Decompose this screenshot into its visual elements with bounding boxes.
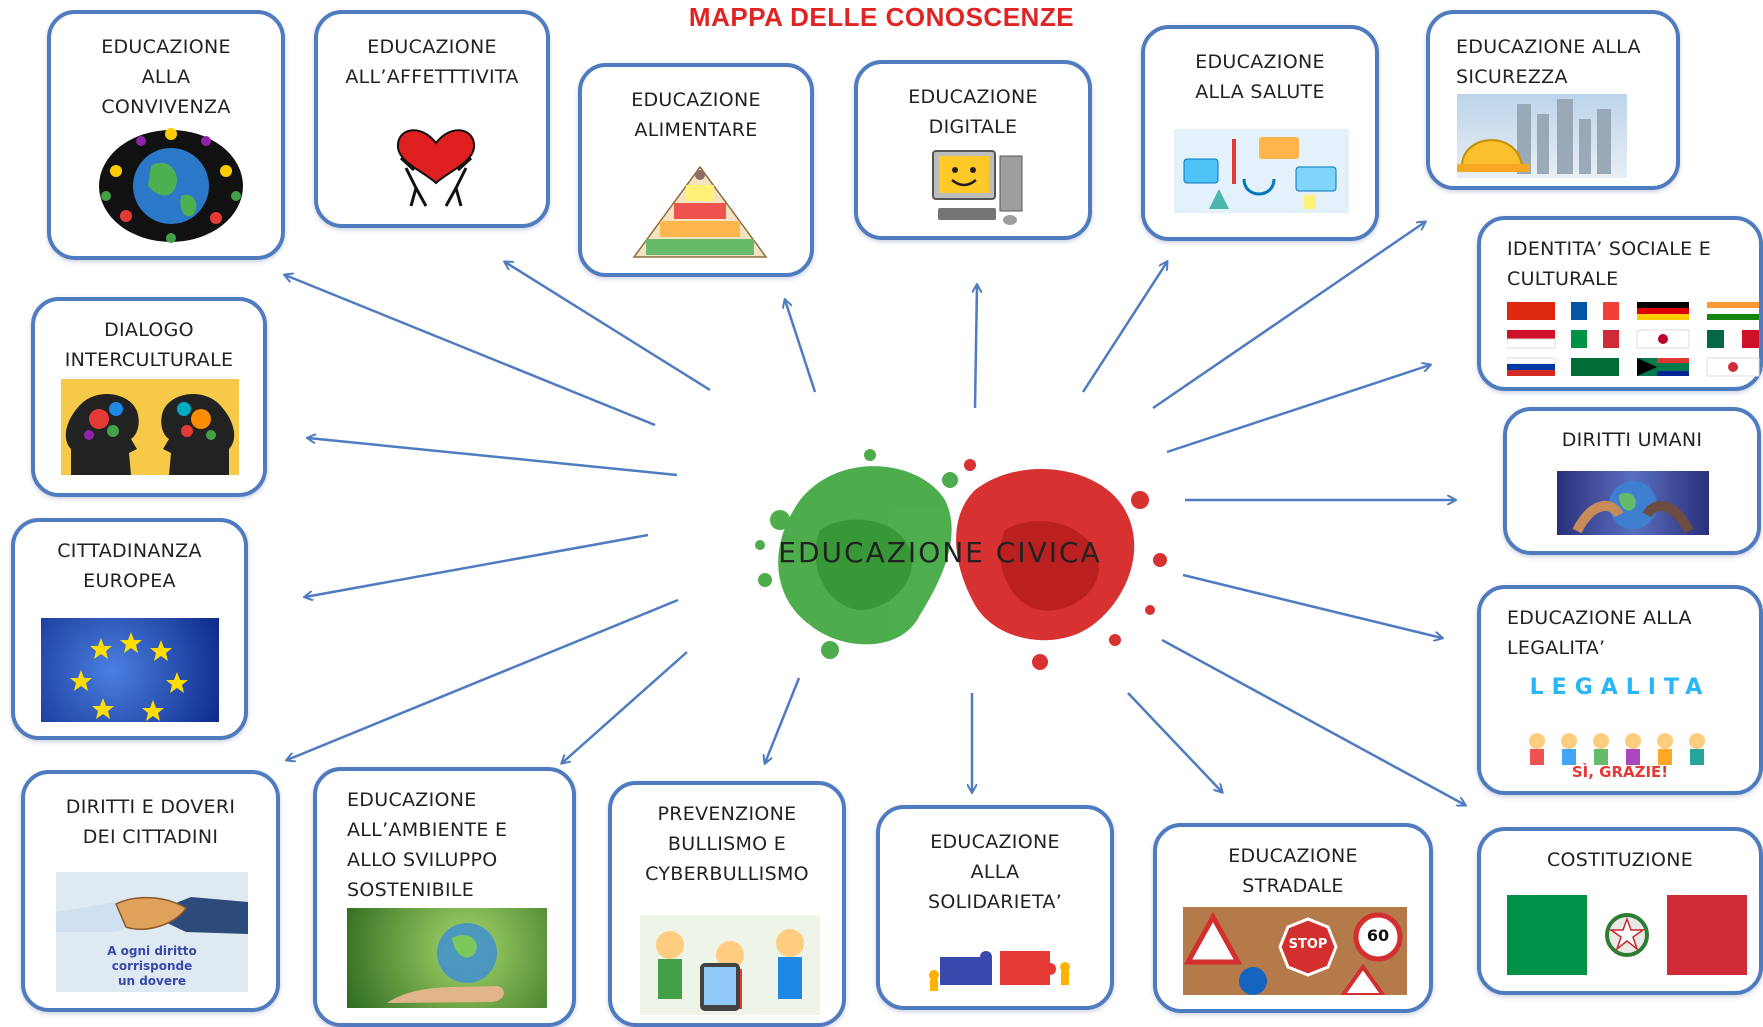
hands-globe-icon bbox=[1557, 471, 1709, 535]
node-label: EDUCAZIONE ALLA SALUTE bbox=[1195, 51, 1325, 103]
node-ambiente[interactable]: EDUCAZIONE ALL’AMBIENTE E ALLO SVILUPPO … bbox=[313, 767, 576, 1027]
node-label: EDUCAZIONE DIGITALE bbox=[908, 86, 1038, 138]
italian-flag-emblem-icon bbox=[1507, 895, 1747, 975]
map-title: MAPPA DELLE CONOSCENZE bbox=[688, 2, 1075, 32]
node-label: EDUCAZIONE ALL’AFFETTTIVITA bbox=[345, 36, 519, 88]
speed-limit-text: 60 bbox=[1366, 926, 1390, 945]
legalita-banner: SÌ, GRAZIE! bbox=[1571, 763, 1669, 781]
node-label: EDUCAZIONE ALLA SICUREZZA bbox=[1456, 36, 1641, 88]
arrow-to-legalita bbox=[1182, 573, 1442, 638]
node-affettivita[interactable]: EDUCAZIONE ALL’AFFETTTIVITA bbox=[314, 10, 550, 228]
road-signs-icon: STOP 60 bbox=[1183, 907, 1407, 995]
node-dialogo[interactable]: DIALOGO INTERCULTURALE bbox=[31, 297, 267, 497]
node-convivenza[interactable]: EDUCAZIONE ALLA CONVIVENZA bbox=[47, 10, 285, 260]
node-diritti-umani[interactable]: DIRITTI UMANI bbox=[1503, 407, 1761, 555]
legalita-kids-icon: LEGALITA SÌ, GRAZIE! bbox=[1507, 671, 1733, 781]
node-label: PREVENZIONE BULLISMO E CYBERBULLISMO bbox=[645, 803, 809, 885]
eu-stars-icon bbox=[41, 618, 219, 722]
arrow-to-cittadinanza bbox=[305, 533, 649, 597]
hard-hat-city-icon bbox=[1457, 94, 1627, 178]
tricolor-splash-icon bbox=[755, 449, 1167, 670]
center-label: EDUCAZIONE CIVICA bbox=[778, 536, 1102, 569]
food-pyramid-icon bbox=[630, 165, 770, 260]
arrow-to-digitale bbox=[975, 285, 977, 409]
node-costituzione[interactable]: COSTITUZIONE bbox=[1477, 827, 1763, 995]
node-label: EDUCAZIONE ALLA SOLIDARIETA’ bbox=[927, 831, 1063, 913]
earth-hand-icon bbox=[347, 908, 547, 1008]
arrow-to-affettivita bbox=[505, 262, 711, 392]
arrow-to-identita bbox=[1166, 365, 1430, 454]
arrow-to-sicurezza bbox=[1152, 222, 1425, 410]
node-label: DIALOGO INTERCULTURALE bbox=[64, 319, 234, 371]
node-salute[interactable]: EDUCAZIONE ALLA SALUTE bbox=[1141, 25, 1379, 241]
node-cittadinanza[interactable]: CITTADINANZA EUROPEA bbox=[11, 518, 248, 740]
arrow-to-diritti-doveri bbox=[287, 598, 679, 760]
arrow-to-alimentare bbox=[785, 300, 817, 393]
node-alimentare[interactable]: EDUCAZIONE ALIMENTARE bbox=[578, 63, 814, 277]
node-bullismo[interactable]: PREVENZIONE BULLISMO E CYBERBULLISMO bbox=[608, 781, 846, 1027]
arrow-to-bullismo bbox=[765, 677, 801, 763]
node-label: IDENTITA’ SOCIALE E CULTURALE bbox=[1507, 238, 1712, 290]
globe-people-icon bbox=[96, 126, 246, 246]
node-label: DIRITTI E DOVERI DEI CITTADINI bbox=[65, 796, 236, 848]
diritti-caption: A ogni diritto corrisponde un dovere bbox=[107, 944, 197, 988]
node-stradale[interactable]: EDUCAZIONE STRADALE STOP 60 bbox=[1153, 823, 1433, 1013]
node-label: EDUCAZIONE ALIMENTARE bbox=[631, 89, 761, 141]
node-label: EDUCAZIONE ALLA LEGALITA’ bbox=[1507, 607, 1692, 659]
arrow-to-salute bbox=[1081, 262, 1167, 393]
node-label: EDUCAZIONE STRADALE bbox=[1228, 845, 1358, 897]
stop-sign-text: STOP bbox=[1288, 937, 1328, 952]
arrow-to-costituzione bbox=[1161, 638, 1465, 805]
node-identita[interactable]: IDENTITA’ SOCIALE E CULTURALE bbox=[1477, 216, 1763, 391]
node-digitale[interactable]: EDUCAZIONE DIGITALE bbox=[854, 60, 1092, 240]
node-sicurezza[interactable]: EDUCAZIONE ALLA SICUREZZA bbox=[1426, 10, 1680, 190]
node-label: DIRITTI UMANI bbox=[1561, 429, 1703, 451]
medical-tools-icon bbox=[1174, 129, 1349, 213]
heart-figures-icon bbox=[386, 98, 486, 208]
node-label: COSTITUZIONE bbox=[1546, 849, 1694, 871]
center-splash bbox=[720, 440, 1190, 670]
node-diritti-doveri[interactable]: DIRITTI E DOVERI DEI CITTADINI A ogni di… bbox=[21, 770, 280, 1012]
arrow-to-convivenza bbox=[285, 275, 656, 427]
legalita-word: LEGALITA bbox=[1529, 675, 1711, 700]
handshake-icon: A ogni diritto corrisponde un dovere bbox=[56, 872, 248, 992]
arrow-to-ambiente bbox=[562, 651, 688, 763]
node-label: EDUCAZIONE ALL’AMBIENTE E ALLO SVILUPPO … bbox=[347, 789, 508, 901]
bullying-cartoon-icon bbox=[640, 915, 820, 1015]
node-legalita[interactable]: EDUCAZIONE ALLA LEGALITA’ LEGALITA SÌ, G… bbox=[1477, 585, 1763, 795]
arrow-to-stradale bbox=[1127, 692, 1222, 792]
puzzle-people-icon bbox=[920, 937, 1080, 993]
node-label: EDUCAZIONE ALLA CONVIVENZA bbox=[101, 36, 231, 118]
heads-gears-icon bbox=[61, 379, 239, 475]
smiling-computer-icon bbox=[928, 146, 1028, 228]
node-label: CITTADINANZA EUROPEA bbox=[57, 540, 202, 592]
flags-icon bbox=[1507, 302, 1762, 382]
node-solidarieta[interactable]: EDUCAZIONE ALLA SOLIDARIETA’ bbox=[876, 805, 1114, 1010]
arrow-to-dialogo bbox=[308, 438, 678, 477]
